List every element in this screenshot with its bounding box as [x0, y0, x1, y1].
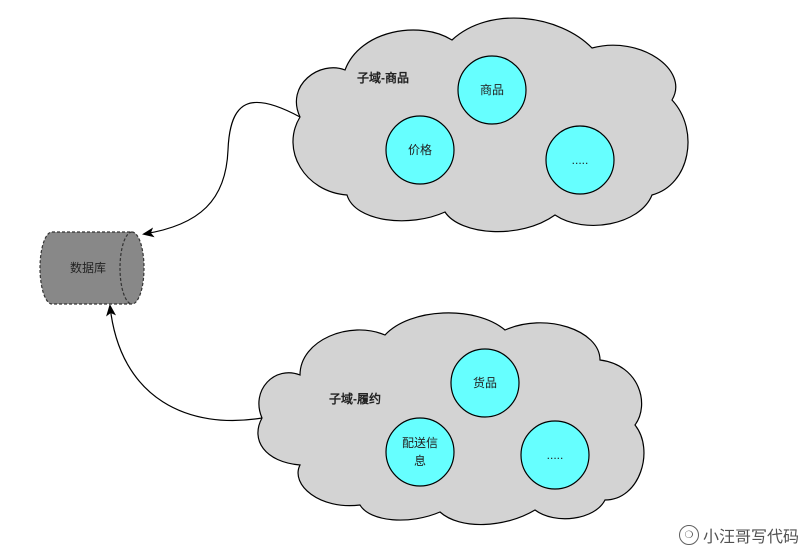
cloud-shape-fulfillment	[257, 312, 645, 526]
node-delivery-info: 配送信 息	[385, 417, 455, 487]
database: 数据库	[39, 231, 145, 305]
node-label: 货品	[473, 375, 497, 390]
wechat-icon: ❍	[678, 525, 699, 545]
node-product: 商品	[457, 55, 527, 125]
cloud-shape-product	[292, 17, 689, 233]
database-label: 数据库	[70, 260, 106, 275]
domain-cloud-product: 子域-商品 商品 价格 .....	[292, 17, 689, 233]
node-label-line1: 配送信	[402, 435, 438, 450]
node-circle	[520, 420, 590, 490]
node-circle	[457, 55, 527, 125]
node-more-product: .....	[545, 125, 615, 195]
node-label: .....	[572, 153, 589, 167]
node-label-line2: 息	[414, 453, 426, 468]
domain-title-fulfillment: 子域-履约	[329, 391, 381, 406]
node-price: 价格	[385, 115, 455, 185]
node-label: .....	[547, 448, 564, 462]
arrow-fulfillment-to-database	[106, 304, 263, 422]
node-label: 价格	[408, 142, 432, 157]
arrow-product-to-database	[142, 101, 301, 238]
node-circle	[385, 115, 455, 185]
watermark: ❍ 小汪哥写代码	[678, 523, 799, 547]
node-circle	[385, 417, 455, 487]
node-circle	[450, 348, 520, 418]
domain-cloud-fulfillment: 子域-履约 货品 配送信 息 .....	[257, 312, 645, 526]
node-more-fulfillment: .....	[520, 420, 590, 490]
node-goods: 货品	[450, 348, 520, 418]
node-label: 商品	[480, 82, 504, 97]
domain-title-product: 子域-商品	[357, 70, 409, 85]
database-edge	[119, 231, 133, 305]
node-circle	[545, 125, 615, 195]
watermark-text: 小汪哥写代码	[702, 527, 799, 546]
